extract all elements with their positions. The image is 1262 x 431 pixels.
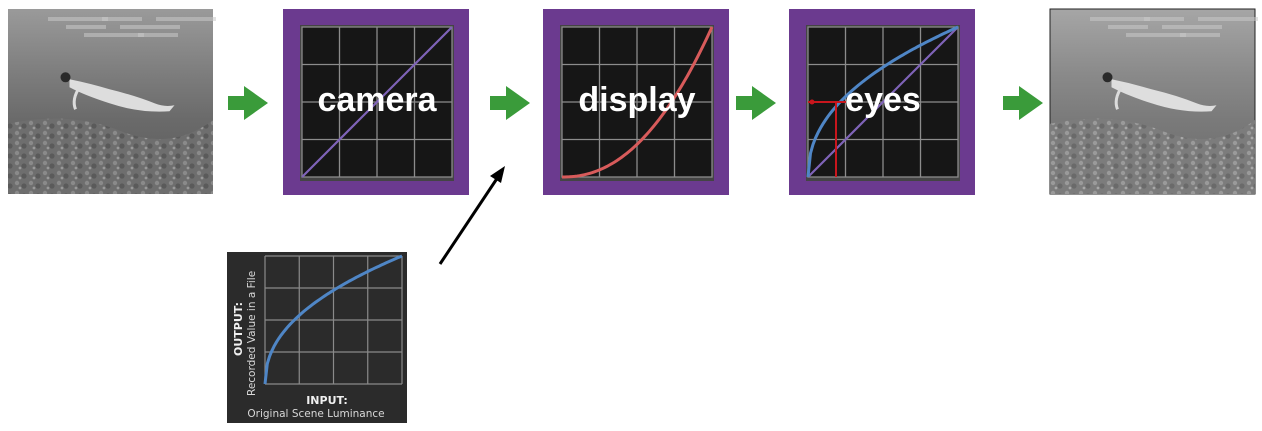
display-panel: display [543, 9, 729, 195]
inset-ylabel-title: OUTPUT: [232, 302, 245, 356]
input-photo [8, 9, 216, 194]
inset-encoding-chart: OUTPUT: Recorded Value in a File INPUT: … [227, 252, 407, 423]
flow-arrow-3 [736, 86, 776, 120]
stage-label-eyes: eyes [845, 81, 921, 119]
inset-ylabel-sub: Recorded Value in a File [246, 271, 258, 396]
flow-arrow-4 [1003, 86, 1043, 120]
flow-arrow-1 [228, 86, 268, 120]
flow-arrow-2 [490, 86, 530, 120]
stage-label-display: display [578, 81, 695, 119]
eyes-panel: eyes [789, 9, 975, 195]
output-photo [1050, 9, 1258, 194]
camera-panel: camera [283, 9, 469, 195]
inset-xlabel-title: INPUT: [306, 394, 348, 407]
inset-xlabel-sub: Original Scene Luminance [247, 408, 384, 420]
pointer-arrow-head [490, 166, 505, 183]
stage-label-camera: camera [317, 81, 437, 119]
